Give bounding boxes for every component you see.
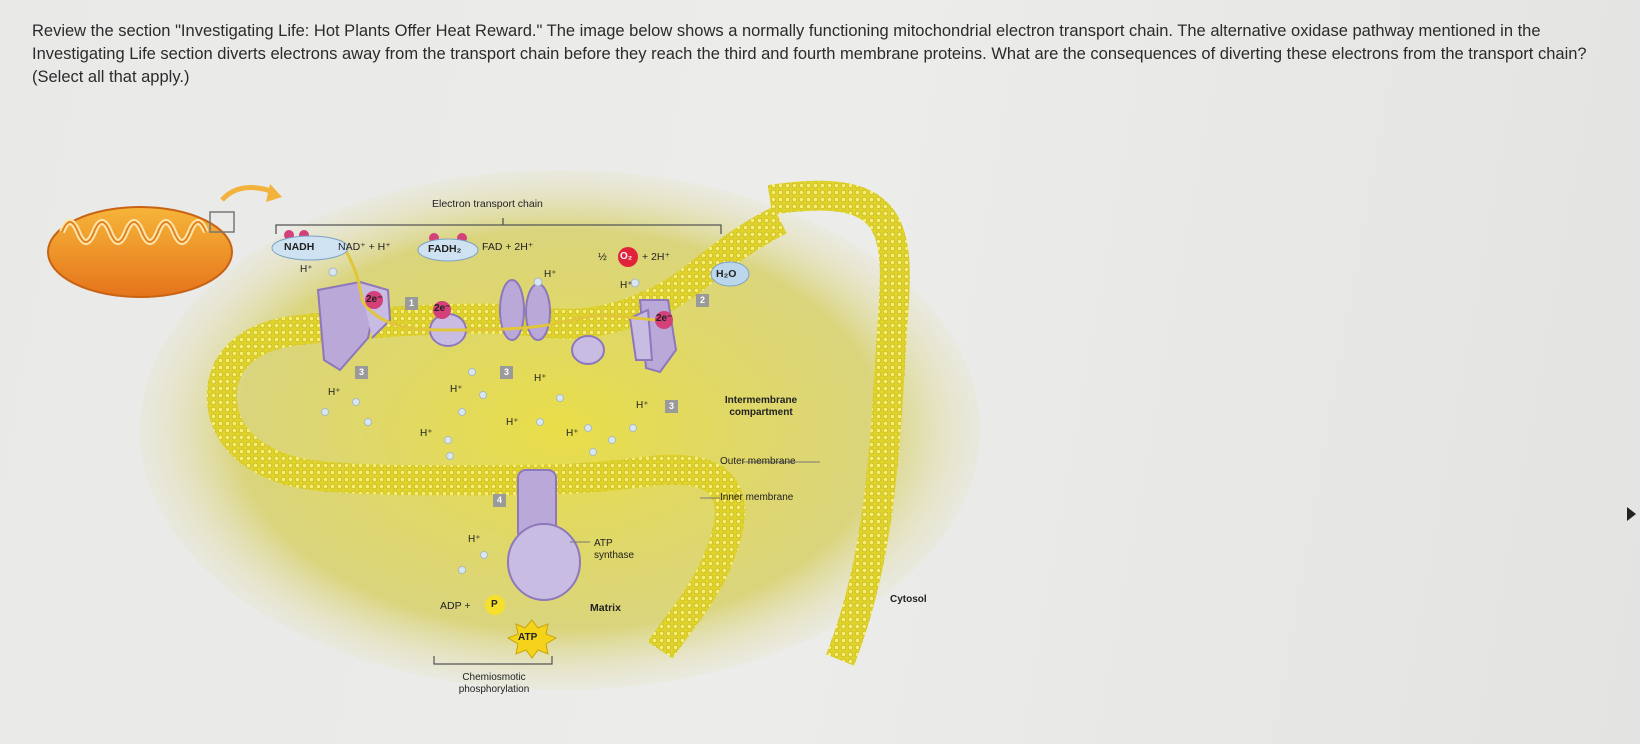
matrix-label: Matrix <box>590 602 621 614</box>
electron-path <box>338 239 661 332</box>
diagram-graphic <box>47 170 980 690</box>
h-plus-label: H⁺ <box>328 387 341 398</box>
h-plus-label: H⁺ <box>300 264 313 275</box>
h-plus-label: H⁺ <box>450 384 463 395</box>
two-e-label: 2e⁻ <box>366 294 383 305</box>
fad-label: FAD + 2H⁺ <box>482 241 534 253</box>
etc-bracket <box>275 218 722 234</box>
phosphate-label: P <box>491 599 498 610</box>
phosphate-dot <box>485 595 505 615</box>
h-plus-label: H⁺ <box>506 417 519 428</box>
adp-label: ADP + <box>440 600 471 612</box>
h-plus-label: H⁺ <box>534 373 547 384</box>
nadh-label: NADH <box>284 241 315 253</box>
etc-diagram: Electron transport chain NADH NAD⁺ + H⁺ … <box>0 150 1640 744</box>
inner-membrane <box>206 206 787 659</box>
outer-membrane-label: Outer membrane <box>720 456 796 467</box>
h-plus-label: H⁺ <box>620 280 633 291</box>
step-2-badge: 2 <box>696 294 709 307</box>
o2-label: O₂ <box>620 251 633 262</box>
nad-label: NAD⁺ + H⁺ <box>338 241 391 253</box>
proton-dots <box>321 267 640 574</box>
fadh2-label: FADH₂ <box>428 243 462 255</box>
step-4-badge: 4 <box>493 494 506 507</box>
cytosol-label: Cytosol <box>890 594 927 605</box>
two-e-label: 2e⁻ <box>434 303 451 314</box>
step-3-badge: 3 <box>355 366 368 379</box>
intermembrane-label: Intermembrane compartment <box>724 395 798 418</box>
chemiosmotic-bracket <box>433 656 553 665</box>
step-3-badge: 3 <box>500 366 513 379</box>
mouse-cursor-icon <box>1627 507 1636 521</box>
nadh-bubble <box>271 235 349 261</box>
chemiosmotic-label: Chemiosmotic phosphorylation <box>458 672 530 695</box>
half-label: ½ <box>598 251 607 263</box>
h2o-label: H₂O <box>716 268 737 280</box>
step-3-badge: 3 <box>665 400 678 413</box>
h-plus-label: H⁺ <box>566 428 579 439</box>
h-plus-label: H⁺ <box>636 400 649 411</box>
etc-title: Electron transport chain <box>432 198 543 210</box>
protein-complex-1 <box>316 280 392 372</box>
mitochondrion-icon <box>47 184 282 298</box>
h-plus-label: H⁺ <box>420 428 433 439</box>
fadh2-bubble <box>417 238 479 262</box>
atp-synthase-label: ATP synthase <box>594 538 635 561</box>
atp-burst <box>506 619 558 659</box>
two-h-label: + 2H⁺ <box>642 251 671 263</box>
h-plus-label: H⁺ <box>468 534 481 545</box>
atp-synthase-protein <box>507 469 581 601</box>
step-1-badge: 1 <box>405 297 418 310</box>
question-text: Review the section "Investigating Life: … <box>32 22 1587 86</box>
outer-membrane <box>767 180 910 666</box>
two-e-label: 2e⁻ <box>656 313 673 324</box>
h-plus-label: H⁺ <box>544 269 557 280</box>
oxygen-bubble <box>618 247 638 267</box>
atp-label: ATP <box>518 632 538 643</box>
h2o-bubble <box>710 261 750 287</box>
inner-membrane-label: Inner membrane <box>720 492 794 503</box>
